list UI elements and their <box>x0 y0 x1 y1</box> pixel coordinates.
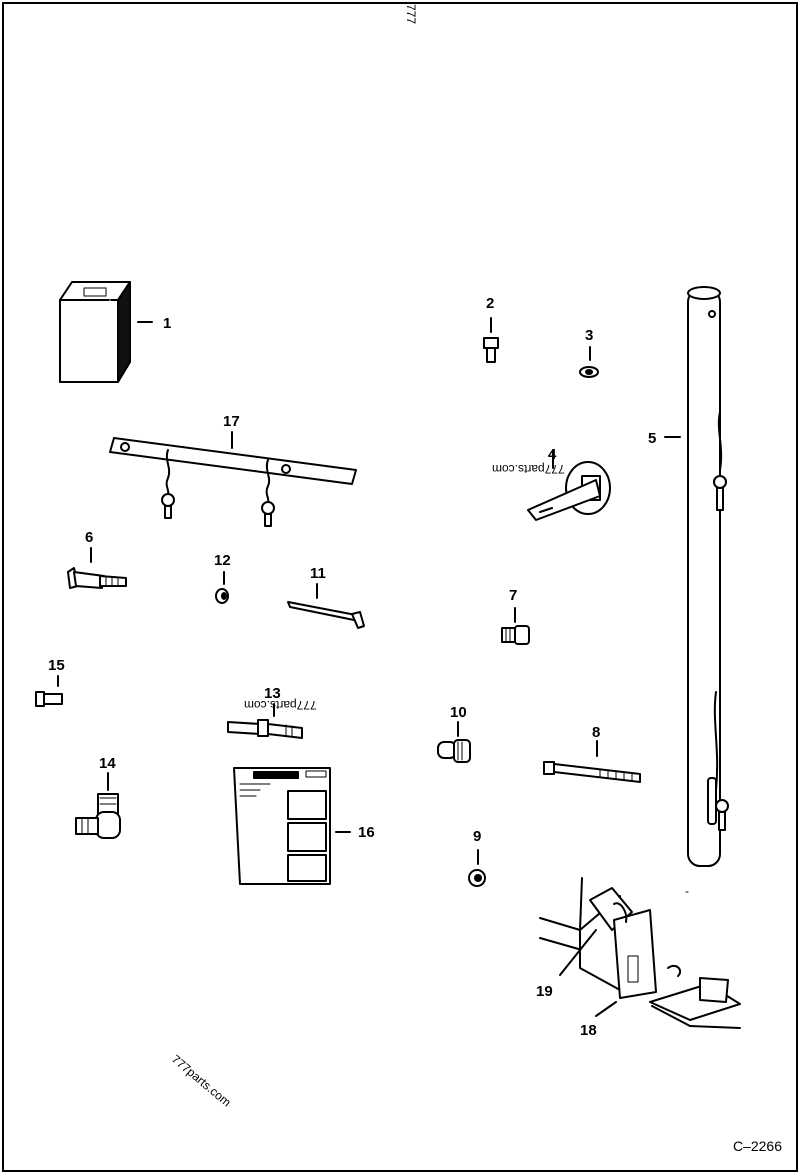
part-16-instructions <box>233 767 351 885</box>
callout-5: 5 <box>648 430 657 447</box>
part-15-bolt <box>35 675 63 707</box>
part-7-fitting <box>501 607 530 645</box>
callout-11: 11 <box>310 565 326 582</box>
part-17-bar <box>109 431 357 527</box>
callout-1: 1 <box>163 315 172 332</box>
part-5-tube <box>664 286 729 893</box>
part-11-rod <box>287 583 365 629</box>
part-10-coupler <box>437 721 471 763</box>
part-12-nut <box>215 571 229 604</box>
part-1-box <box>59 281 153 383</box>
callout-10: 10 <box>450 704 467 721</box>
callout-9: 9 <box>473 828 482 845</box>
callout-19: 19 <box>536 983 553 1000</box>
callout-7: 7 <box>509 587 518 604</box>
callout-18: 18 <box>580 1022 597 1039</box>
part-8-bolt <box>543 740 641 783</box>
part-3-washer <box>579 346 599 378</box>
callout-4: 4 <box>548 446 557 463</box>
watermark-top: 777 <box>404 4 418 25</box>
callout-14: 14 <box>99 755 116 772</box>
part-6-pin <box>67 547 127 589</box>
callout-15: 15 <box>48 657 65 674</box>
watermark-part4: 777parts.com <box>492 462 565 476</box>
part-14-elbow <box>75 772 121 839</box>
callout-13: 13 <box>264 685 281 702</box>
callout-3: 3 <box>585 327 594 344</box>
watermark-part13: 777parts.com <box>244 698 317 712</box>
part-9-nut <box>468 849 486 887</box>
part-18-19-bracket <box>539 877 741 1029</box>
callout-8: 8 <box>592 724 601 741</box>
callout-6: 6 <box>85 529 94 546</box>
figure-code: C–2266 <box>732 1138 782 1154</box>
part-4-bracket <box>527 449 611 521</box>
part-2-bolt <box>483 317 499 363</box>
callout-17: 17 <box>223 413 240 430</box>
part-13-pin <box>227 703 303 739</box>
callout-16: 16 <box>358 824 375 841</box>
callout-2: 2 <box>486 295 495 312</box>
callout-12: 12 <box>214 552 231 569</box>
